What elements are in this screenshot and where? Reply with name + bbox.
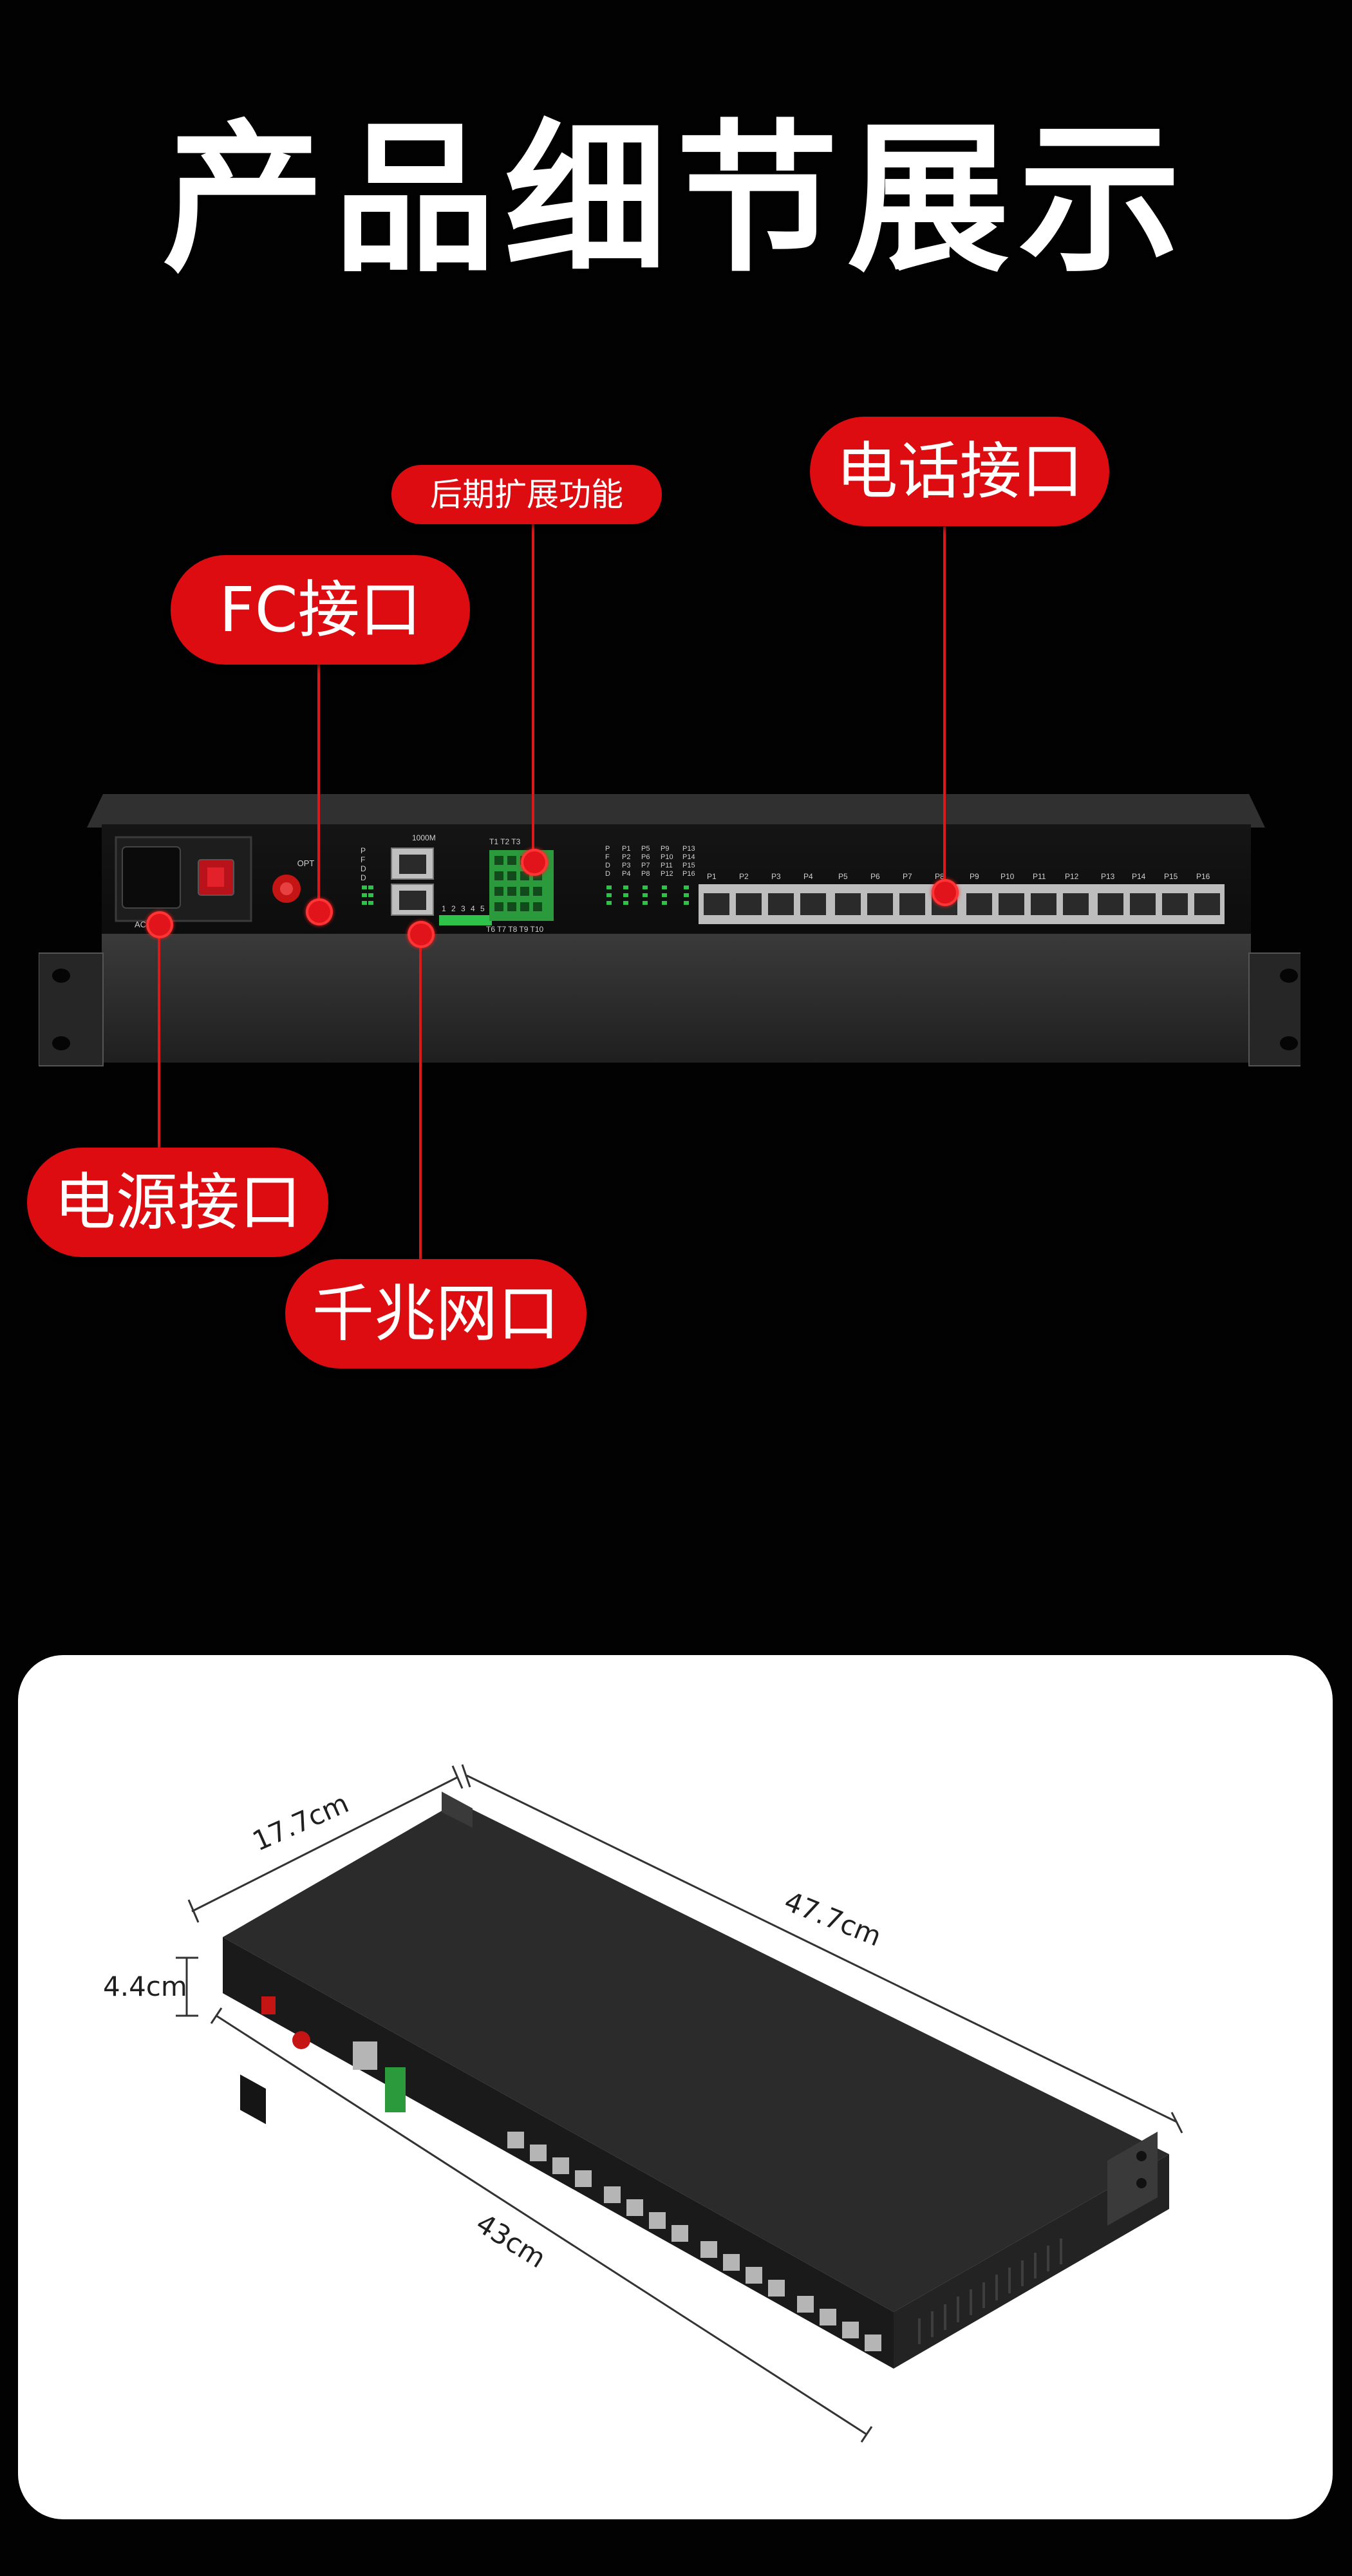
status-led-label: D [361, 873, 366, 882]
leader-line-expansion [532, 515, 534, 860]
phone-port-label: P6 [870, 872, 880, 881]
callout-dot-gigabit [408, 921, 435, 948]
led-label: P8 [641, 870, 650, 878]
phone-port-label: P11 [1033, 872, 1046, 881]
status-led-label: D [361, 864, 366, 873]
callout-fc-interface: FC接口 [171, 555, 470, 665]
phone-port-label: P3 [771, 872, 781, 881]
net-port-label: 1000M [412, 833, 436, 842]
port-number: 2 [451, 904, 456, 913]
status-led-label: F [361, 855, 365, 864]
opt-text: OPT [297, 858, 315, 868]
port-number: 4 [471, 904, 475, 913]
led-label: P13 [682, 845, 695, 853]
device-front-view: AC 220V OPT P F D D 1000M 1 2 3 4 5 [39, 794, 1300, 1066]
callout-power-interface: 电源接口 [27, 1148, 328, 1257]
led-label: P6 [641, 853, 650, 861]
phone-port-label: P12 [1065, 872, 1079, 881]
phone-port-label: P7 [903, 872, 912, 881]
phone-port-label: P10 [1000, 872, 1015, 881]
led-label: P [605, 845, 610, 853]
callout-gigabit-port: 千兆网口 [285, 1259, 587, 1368]
led-label: P3 [622, 862, 630, 869]
led-label: F [605, 853, 610, 861]
led-label: P9 [661, 845, 669, 853]
phone-port-label: P16 [1196, 872, 1210, 881]
port-number: 1 [442, 904, 446, 913]
led-label: P15 [682, 862, 695, 869]
phone-port-label: P15 [1164, 872, 1178, 881]
led-label: D [605, 870, 610, 878]
callout-dot-fc [306, 898, 333, 925]
dimension-height: 4.4cm [103, 1971, 187, 2002]
led-label: P7 [641, 862, 650, 869]
led-label: P10 [661, 853, 673, 861]
phone-port-label: P2 [739, 872, 749, 881]
phone-port-label: P5 [838, 872, 848, 881]
page-title: 产品细节展示 [162, 106, 1190, 294]
port-number: 5 [480, 904, 485, 913]
leader-line-power [158, 931, 160, 1153]
phone-port-label: P13 [1101, 872, 1115, 881]
led-label: P4 [622, 870, 630, 878]
callout-dot-expansion [521, 849, 548, 876]
led-label: P11 [661, 862, 673, 869]
leader-line-gigabit [419, 947, 422, 1265]
callout-phone-interface: 电话接口 [810, 417, 1109, 526]
phone-port-label: P1 [707, 872, 717, 881]
port-number: 3 [461, 904, 465, 913]
led-label: P1 [622, 845, 630, 853]
terminal-bottom-label: T6 T7 T8 T9 T10 [486, 925, 543, 934]
leader-line-phone [943, 527, 946, 884]
led-label: P16 [682, 870, 695, 878]
led-label: D [605, 862, 610, 869]
terminal-top-label: T1 T2 T3 [489, 837, 521, 846]
device-dimension-drawing [176, 1764, 1183, 2443]
phone-port-label: P14 [1132, 872, 1146, 881]
leader-line-fc [317, 657, 320, 911]
led-label: P12 [661, 870, 673, 878]
callout-dot-phone [932, 879, 959, 906]
phone-port-label: P9 [970, 872, 979, 881]
phone-port-label: P8 [935, 872, 944, 881]
led-label: P2 [622, 853, 630, 861]
status-led-label: P [361, 846, 366, 855]
callout-dot-power [146, 911, 173, 938]
callout-expansion: 后期扩展功能 [391, 465, 662, 524]
led-label: P5 [641, 845, 650, 853]
led-label: P14 [682, 853, 695, 861]
phone-port-label: P4 [803, 872, 813, 881]
